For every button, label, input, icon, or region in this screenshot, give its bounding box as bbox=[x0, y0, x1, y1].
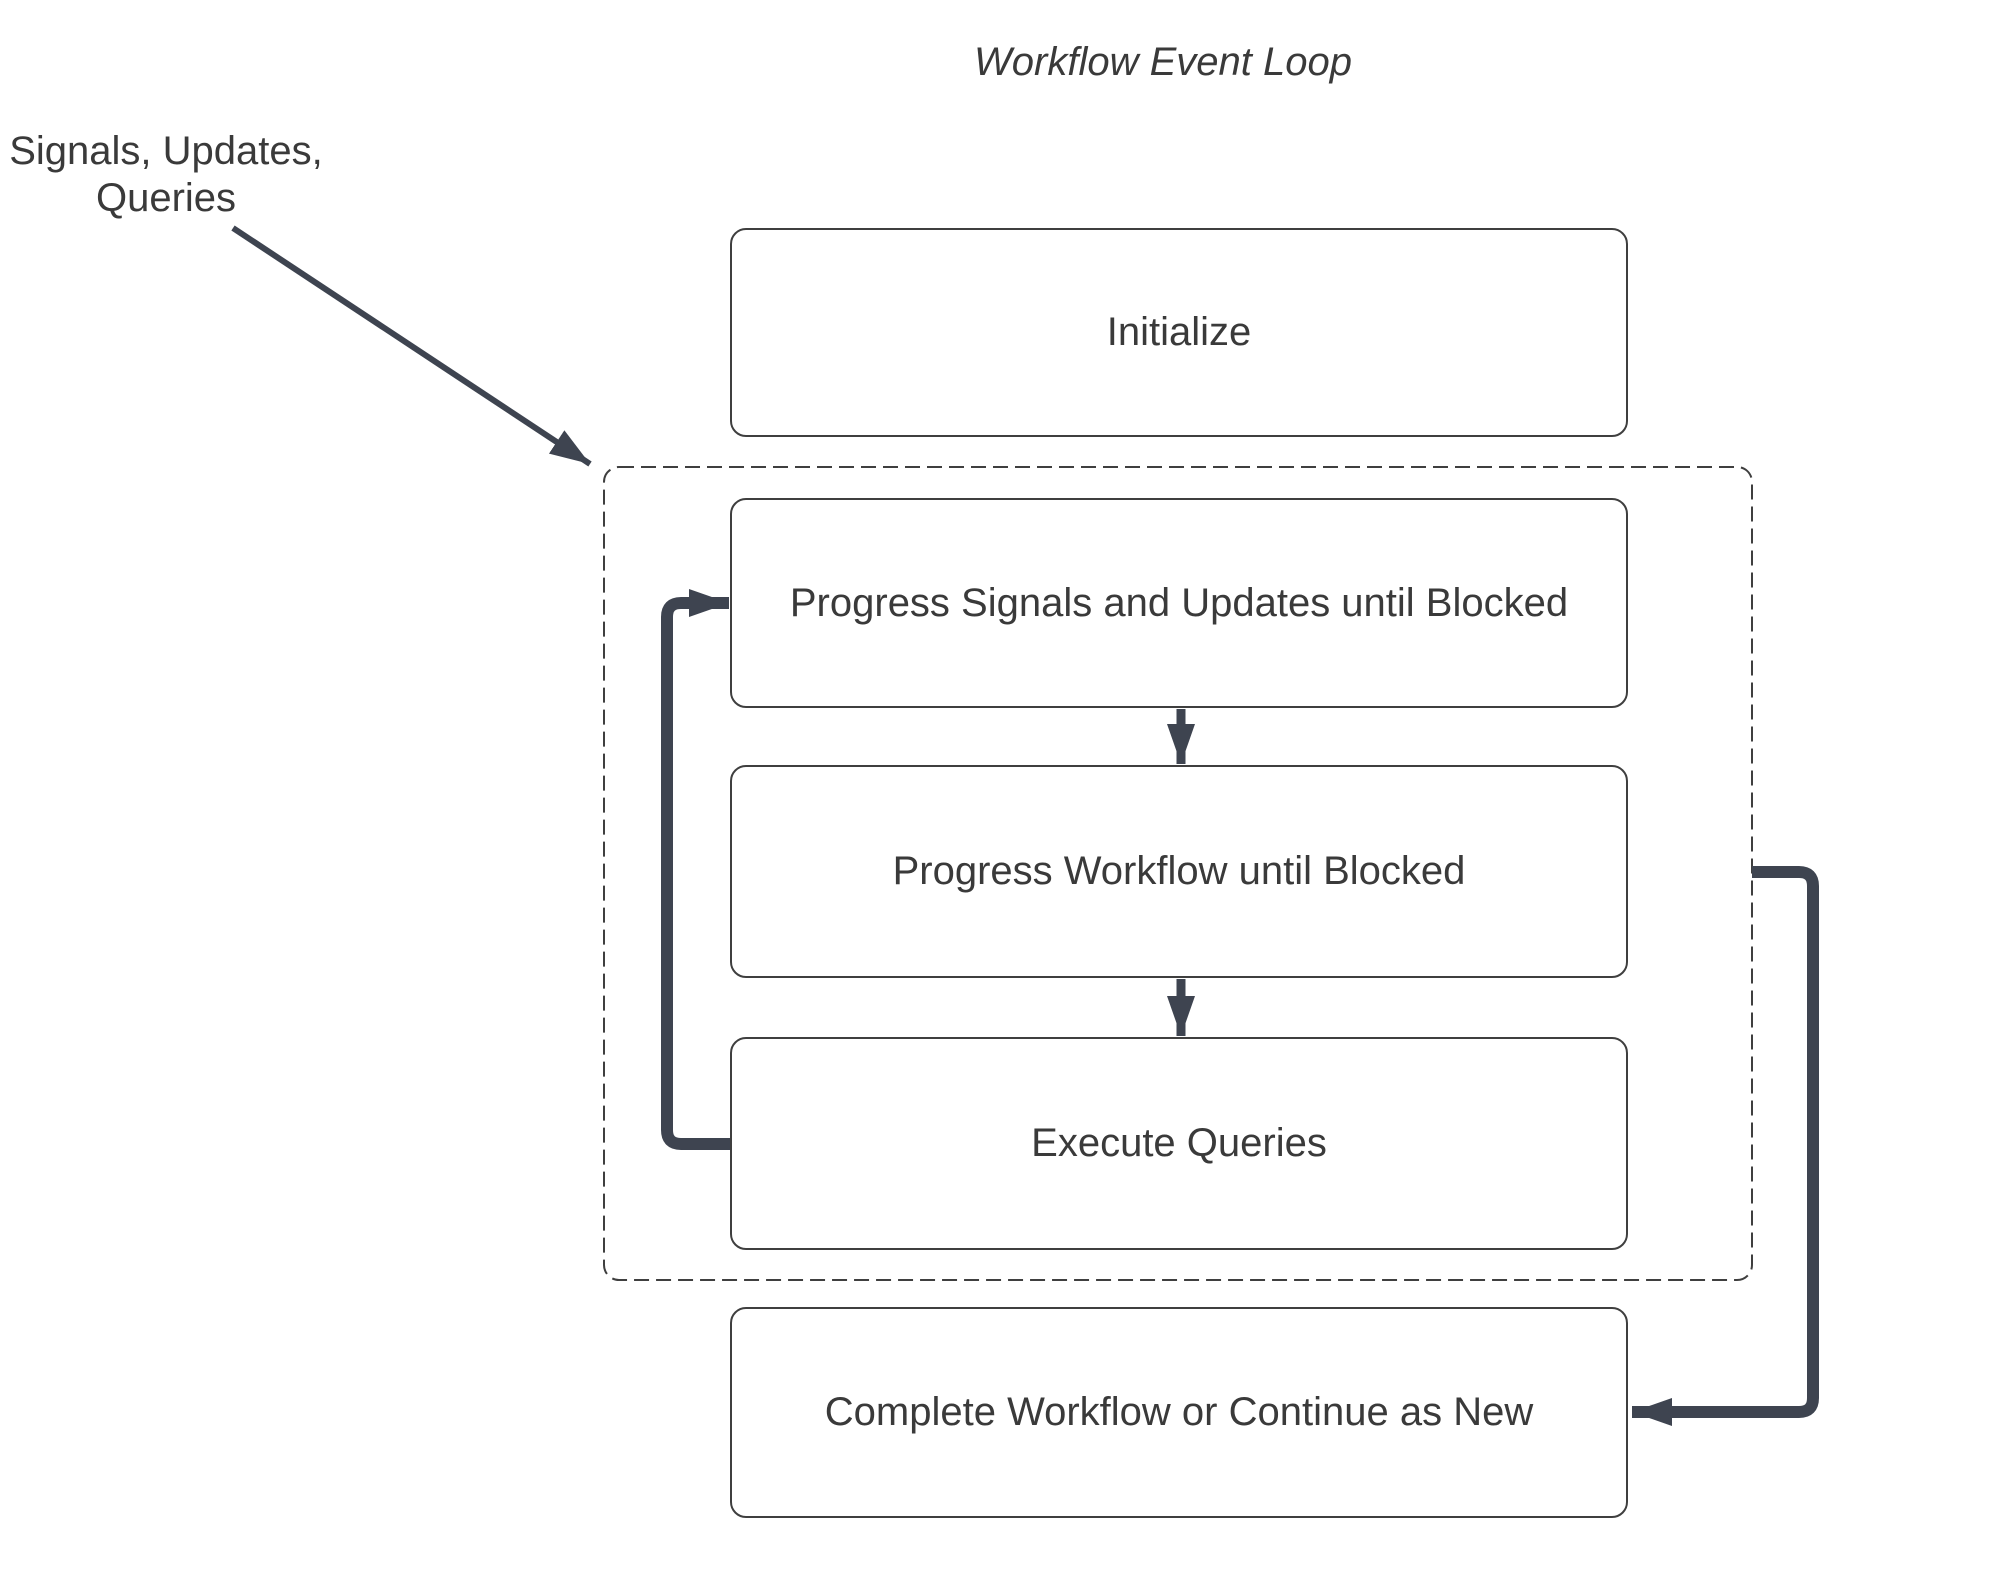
diagram-title: Workflow Event Loop bbox=[974, 40, 1352, 84]
node-progress-workflow: Progress Workflow until Blocked bbox=[730, 765, 1628, 978]
signals-updates-queries-label: Signals, Updates, Queries bbox=[6, 128, 326, 222]
node-progress-workflow-label: Progress Workflow until Blocked bbox=[892, 849, 1466, 893]
signals-updates-queries-label-line2: Queries bbox=[95, 176, 237, 220]
node-execute-queries: Execute Queries bbox=[730, 1037, 1628, 1250]
node-initialize-label: Initialize bbox=[1106, 310, 1252, 354]
node-progress-signals-updates: Progress Signals and Updates until Block… bbox=[730, 498, 1628, 708]
node-initialize: Initialize bbox=[730, 228, 1628, 437]
node-complete-workflow: Complete Workflow or Continue as New bbox=[730, 1307, 1628, 1518]
arrow-event-loop-to-complete bbox=[1632, 866, 1819, 1426]
signals-updates-queries-label-line1: Signals, Updates, bbox=[9, 129, 323, 173]
node-progress-signals-updates-label: Progress Signals and Updates until Block… bbox=[789, 580, 1569, 625]
node-complete-workflow-label: Complete Workflow or Continue as New bbox=[824, 1390, 1534, 1434]
node-execute-queries-label: Execute Queries bbox=[1031, 1121, 1327, 1165]
arrow-execute-queries-loop-back bbox=[661, 589, 730, 1150]
arrow-signals-to-event-loop bbox=[231, 225, 592, 467]
